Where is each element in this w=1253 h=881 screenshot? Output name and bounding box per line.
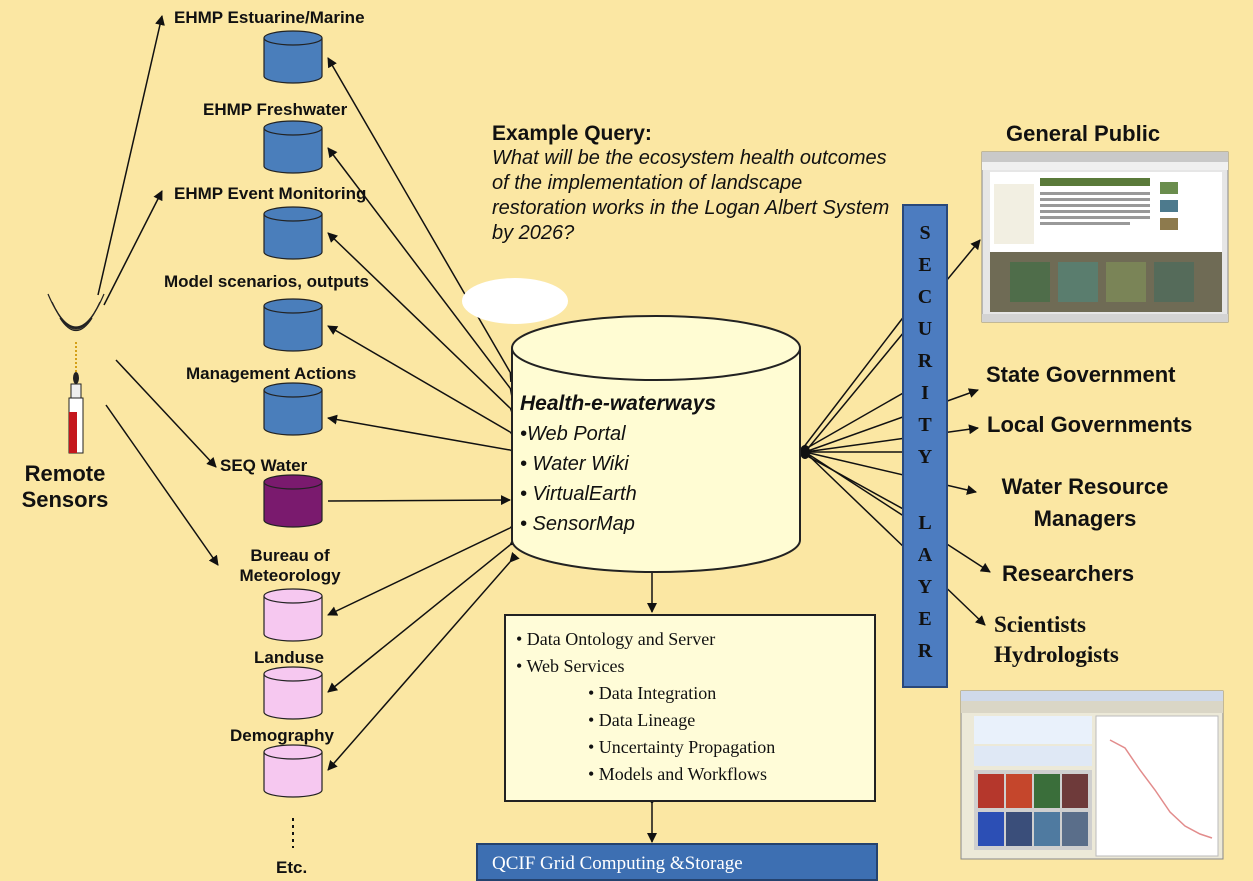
remote-sensor-icon	[47, 293, 105, 454]
arrow-seqwater-core	[327, 495, 511, 506]
source-databases	[263, 30, 323, 798]
connector-arrows	[97, 15, 991, 843]
arrow-management-core	[327, 414, 520, 457]
source-label-demography: Demography	[230, 726, 334, 745]
source-label-bom-line1: Bureau of	[250, 546, 330, 565]
speech-bubble	[462, 278, 568, 324]
arrow-to-local	[804, 424, 979, 453]
security-letter: U	[917, 318, 933, 340]
audience-hydrologists: Hydrologists	[994, 642, 1119, 667]
cylinder-model	[263, 298, 323, 352]
security-letter: R	[917, 350, 933, 372]
source-label-bom: Bureau of Meteorology	[220, 546, 360, 586]
arrow-to-scientists	[804, 451, 986, 626]
audience-water-resource-line2: Managers	[1033, 506, 1137, 531]
service-data-lineage: • Data Lineage	[588, 710, 696, 730]
audience-local-governments: Local Governments	[987, 412, 1193, 437]
arrow-estuarine-core	[327, 57, 519, 383]
source-label-bom-line2: Meteorology	[239, 566, 341, 585]
arrow-demography-core	[327, 551, 520, 771]
junction-dot	[800, 445, 810, 459]
example-query-text: What will be the ecosystem health outcom…	[492, 147, 890, 244]
service-models-workflows: • Models and Workflows	[588, 764, 768, 784]
arrow-to-water	[804, 451, 977, 495]
security-letter: A	[917, 544, 933, 566]
core-item-water-wiki: • Water Wiki	[520, 453, 629, 475]
service-web-services: • Web Services	[516, 656, 625, 676]
remote-sensors-line1: Remote	[24, 461, 106, 486]
arrow-to-state	[804, 388, 979, 453]
remote-sensors-line2: Sensors	[21, 487, 109, 512]
security-letter: S	[919, 222, 931, 244]
cylinder-freshwater	[263, 120, 323, 174]
source-label-model: Model scenarios, outputs	[164, 272, 369, 291]
line-core-security-4	[799, 451, 906, 511]
arrow-sensor-seqwater	[115, 359, 217, 468]
audience-researchers: Researchers	[1002, 561, 1135, 586]
service-uncertainty: • Uncertainty Propagation	[588, 737, 776, 757]
arrow-to-researchers	[804, 451, 991, 573]
source-label-etc: Etc.	[276, 858, 308, 877]
audience-scientists: Scientists	[994, 612, 1086, 637]
audience-scientists-hydrologists: Scientists Hydrologists	[994, 610, 1119, 670]
core-item-virtual-earth: • VirtualEarth	[520, 483, 637, 505]
example-query: Example Query: What will be the ecosyste…	[492, 122, 892, 246]
security-letter: L	[918, 512, 932, 534]
core-platform: Health-e-waterways •Web Portal • Water W…	[520, 392, 716, 539]
audience-state-government: State Government	[986, 362, 1176, 387]
arrow-model-core	[327, 325, 521, 441]
line-core-security-1	[799, 314, 906, 453]
security-letter: Y	[917, 576, 933, 598]
arrow-sensor-event	[103, 190, 163, 306]
security-letter: Y	[917, 446, 933, 468]
source-label-estuarine: EHMP Estuarine/Marine	[174, 8, 365, 27]
cylinder-event	[263, 206, 323, 260]
website-screenshot	[981, 151, 1229, 323]
arrow-sensor-estuarine	[97, 15, 165, 296]
cylinder-demography	[263, 744, 323, 798]
core-title: Health-e-waterways	[520, 392, 717, 415]
arrow-sensor-bom	[105, 404, 219, 566]
security-letter: R	[917, 640, 933, 662]
arrow-to-public	[804, 239, 981, 453]
cylinder-estuarine	[263, 30, 323, 84]
source-label-landuse: Landuse	[254, 648, 324, 667]
source-label-management: Management Actions	[186, 364, 357, 383]
cylinder-seqwater	[263, 474, 323, 528]
remote-sensors-label: Remote Sensors	[10, 461, 120, 513]
security-letter: E	[918, 608, 932, 630]
security-letter: I	[921, 382, 929, 404]
health-e-waterways-cylinder	[511, 315, 801, 573]
security-letter: T	[918, 414, 932, 436]
audience-water-resource: Water Resource Managers	[975, 471, 1195, 535]
source-label-event: EHMP Event Monitoring	[174, 184, 367, 203]
qcif-grid-box: QCIF Grid Computing &Storage	[476, 843, 878, 881]
source-label-freshwater: EHMP Freshwater	[203, 100, 348, 119]
example-query-title: Example Query:	[492, 122, 652, 145]
software-screenshot	[960, 690, 1224, 860]
core-item-sensor-map: • SensorMap	[520, 513, 635, 535]
core-item-web-portal: •Web Portal	[520, 423, 626, 445]
line-core-security-2	[799, 391, 906, 453]
cylinder-bom	[263, 588, 323, 642]
cylinder-management	[263, 382, 323, 436]
services-box: • Data Ontology and Server • Web Service…	[504, 614, 876, 802]
service-data-integration: • Data Integration	[588, 683, 717, 703]
source-label-seqwater: SEQ Water	[220, 456, 308, 475]
audience-water-resource-line1: Water Resource	[1001, 474, 1169, 499]
security-letter: E	[918, 254, 932, 276]
audience-general-public: General Public	[1006, 121, 1161, 146]
service-data-ontology: • Data Ontology and Server	[516, 629, 716, 649]
cylinder-landuse	[263, 666, 323, 720]
security-letter: C	[917, 286, 933, 308]
